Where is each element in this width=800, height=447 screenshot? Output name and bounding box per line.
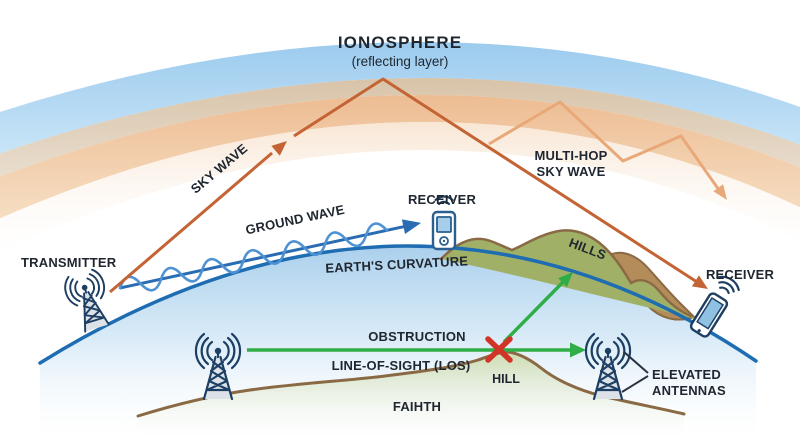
ground-wave-arrow [118, 219, 422, 292]
elevated-antennas-label-line2: ANTENNAS [652, 383, 726, 398]
receiver-sky-label: RECEIVER [706, 267, 774, 282]
multi-hop-label-line1: MULTI-HOP [534, 148, 607, 163]
ionosphere-fade-band [0, 121, 800, 252]
elevated-antennas-label-line1: ELEVATED [652, 367, 721, 382]
sky-wave-arrow [109, 77, 708, 294]
sky-wave-arrowhead [271, 141, 287, 156]
obstruction-label: OBSTRUCTION [368, 329, 466, 344]
receiver-ground-label: RECEIVER [408, 192, 476, 207]
receiver-handheld-icon [431, 195, 457, 251]
sky-wave-down-arrowhead [691, 275, 708, 289]
line-of-sight-group [247, 272, 586, 363]
elevated-antennas-bracket [621, 351, 649, 393]
ionosphere-tan-band [0, 77, 800, 177]
ionosphere-layers [0, 42, 800, 252]
transmitter-label: TRANSMITTER [21, 255, 117, 270]
receiver-phone-icon [689, 275, 740, 338]
multi-hop-label-line2: SKY WAVE [536, 164, 605, 179]
multi-hop-sky-wave-arrow [488, 100, 727, 200]
obstruction-diagonal-line [502, 277, 568, 344]
earth-curvature-arc [38, 244, 758, 365]
transmitter-tower-icon [60, 266, 117, 335]
ionosphere-title: IONOSPHERE [338, 33, 462, 52]
earths-curvature-label: EARTH'S CURVATURE [325, 253, 469, 275]
blocked-x-icon [485, 336, 513, 363]
ground-wave-arrowhead [401, 219, 422, 235]
ionosphere-subtitle: (reflecting layer) [352, 54, 449, 69]
line-of-sight-label: LINE-OF-SIGHT (LOS) [332, 358, 471, 373]
ionosphere-blue-band [0, 42, 800, 154]
multi-hop-arrowhead [713, 184, 727, 200]
los-arrowhead [570, 342, 586, 358]
terrain-label: FAIHTH [393, 399, 441, 414]
hill-label: HILL [492, 372, 520, 386]
ground-wave-sine [118, 222, 389, 292]
sky-wave-up-line [109, 151, 273, 294]
ground-wave-label: GROUND WAVE [244, 202, 346, 238]
multi-hop-zigzag [488, 100, 721, 191]
sky-wave-reflect-line [293, 77, 698, 284]
obstruction-arrowhead [558, 272, 573, 288]
hills-outline [439, 229, 693, 318]
ionosphere-orange-band [0, 94, 800, 219]
